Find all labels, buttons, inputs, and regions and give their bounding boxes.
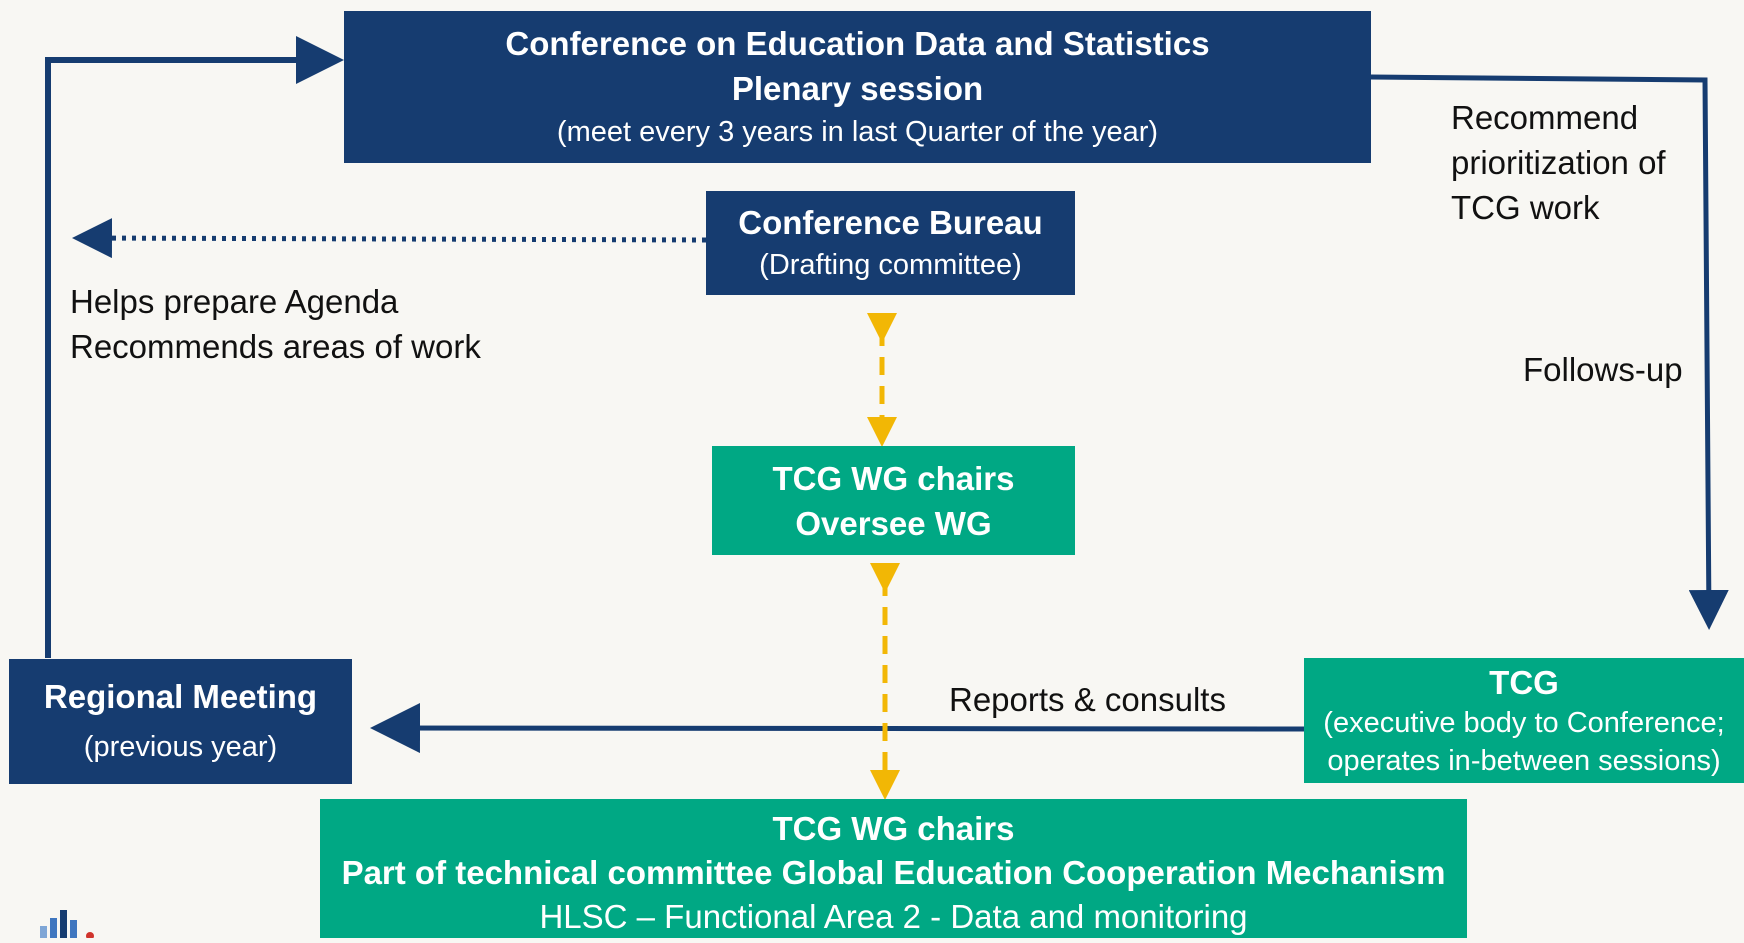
logo-bars-icon bbox=[40, 910, 94, 940]
recommend-label-1: Recommend bbox=[1451, 99, 1639, 136]
tcg-to-regional-arrow bbox=[370, 703, 1305, 754]
wg-chairs-box: TCG WG chairs Oversee WG bbox=[712, 446, 1075, 555]
regional-to-conference-arrow bbox=[45, 36, 344, 658]
logo bbox=[38, 906, 98, 940]
follows-up-label: Follows-up bbox=[1523, 351, 1683, 388]
wg-chairs-line2: Oversee WG bbox=[795, 504, 992, 542]
tcg-box: TCG (executive body to Conference; opera… bbox=[1304, 658, 1744, 783]
wg-chairs-line1: TCG WG chairs bbox=[772, 459, 1015, 497]
bottom-box: TCG WG chairs Part of technical committe… bbox=[320, 799, 1467, 938]
conference-note: (meet every 3 years in last Quarter of t… bbox=[556, 116, 1159, 148]
helps-prepare-label: Helps prepare Agenda bbox=[70, 283, 399, 320]
bureau-title: Conference Bureau bbox=[738, 204, 1043, 241]
tcg-note-line1: (executive body to Conference; bbox=[1323, 706, 1725, 739]
bottom-line1: TCG WG chairs bbox=[772, 810, 1015, 847]
tcg-title: TCG bbox=[1489, 663, 1559, 701]
bottom-line3: HLSC – Functional Area 2 - Data and moni… bbox=[539, 898, 1248, 935]
bureau-note: (Drafting committee) bbox=[759, 249, 1022, 281]
recommend-label-2: prioritization of bbox=[1451, 144, 1666, 181]
regional-note: (previous year) bbox=[83, 730, 278, 763]
reports-consults-label: Reports & consults bbox=[949, 681, 1226, 718]
conference-title: Conference on Education Data and Statist… bbox=[505, 25, 1210, 62]
regional-title: Regional Meeting bbox=[43, 677, 318, 715]
bureau-box: Conference Bureau (Drafting committee) bbox=[706, 191, 1075, 295]
recommend-label-3: TCG work bbox=[1451, 189, 1600, 226]
conference-box: Conference on Education Data and Statist… bbox=[344, 11, 1371, 163]
bureau-dotted-arrow bbox=[72, 218, 707, 259]
recommends-areas-label: Recommends areas of work bbox=[70, 328, 481, 365]
tcg-note-line2: operates in-between sessions) bbox=[1327, 744, 1721, 777]
regional-meeting-box: Regional Meeting (previous year) bbox=[9, 659, 352, 784]
bottom-line2: Part of technical committee Global Educa… bbox=[341, 854, 1446, 891]
conference-subtitle: Plenary session bbox=[731, 70, 984, 107]
conference-to-tcg-arrow bbox=[1370, 74, 1729, 630]
